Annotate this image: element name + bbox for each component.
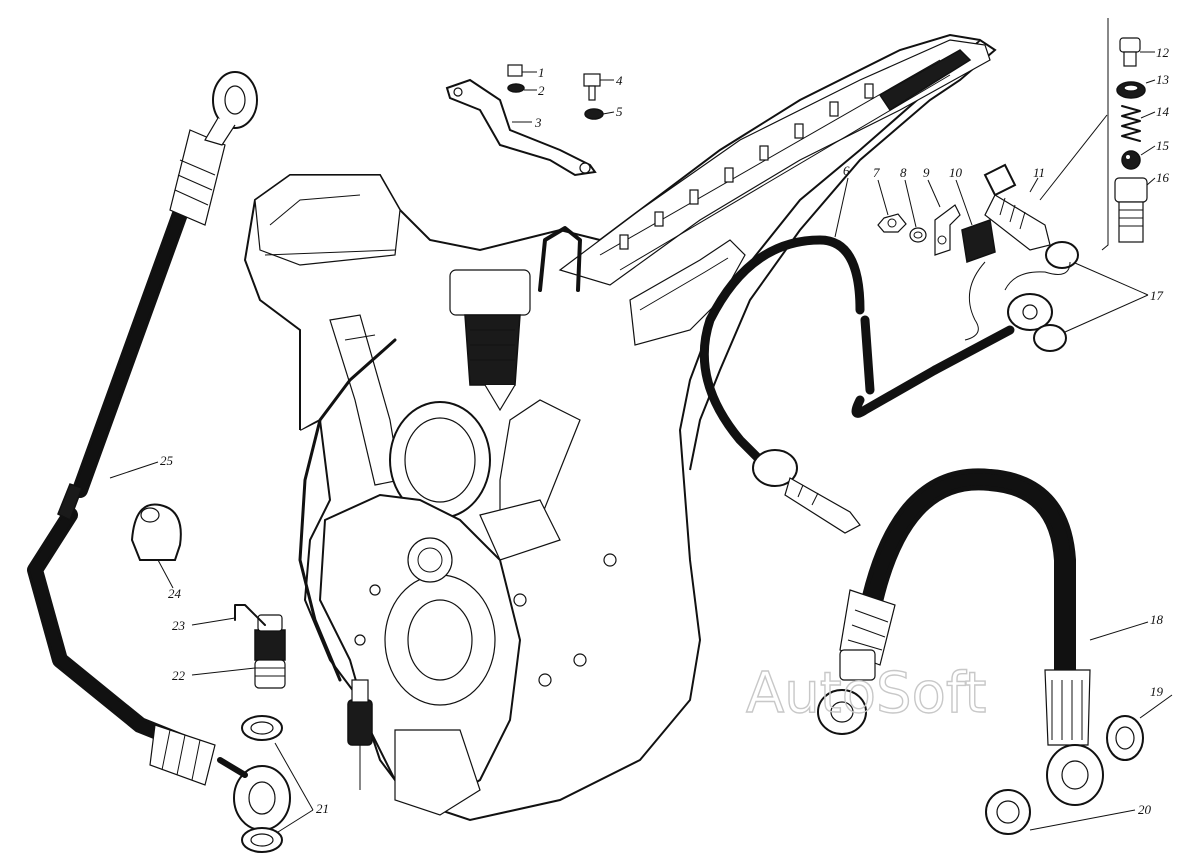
nut-1 (507, 64, 523, 77)
callout-21: 21 (316, 801, 329, 816)
callout-15: 15 (1156, 138, 1170, 153)
washer-5 (584, 108, 604, 120)
washer-19 (1106, 715, 1144, 761)
callout-4: 4 (616, 73, 623, 88)
oil-filter (449, 269, 531, 412)
bolt-4 (583, 73, 601, 101)
fitting-11 (983, 163, 1051, 251)
lock-plate-9 (934, 204, 961, 256)
lock-wire-23 (234, 604, 266, 626)
callout-7: 7 (873, 165, 880, 180)
callout-17: 17 (1150, 288, 1164, 303)
oil-pressure-sender (347, 679, 373, 790)
gasket-10 (961, 218, 996, 264)
callout-23: 23 (172, 618, 186, 633)
oil-line-6 (699, 235, 940, 534)
callout-25: 25 (160, 453, 174, 468)
leader-lines (109, 51, 1173, 833)
callout-10: 10 (949, 165, 963, 180)
callout-5: 5 (616, 104, 623, 119)
callout-14: 14 (1156, 104, 1170, 119)
washer-20 (985, 789, 1031, 835)
ring-13 (1116, 81, 1146, 99)
callout-6: 6 (843, 163, 850, 178)
block-bolts (354, 553, 617, 687)
watermark-logo: AutoSoft (746, 661, 987, 726)
ball-15 (1121, 150, 1141, 170)
hose-clamp-24 (130, 503, 182, 561)
callout-3: 3 (534, 115, 542, 130)
callout-labels: 1 2 3 4 5 6 7 8 9 10 11 12 13 14 15 16 1… (160, 45, 1170, 817)
washer-8 (909, 227, 927, 243)
spring-14 (1121, 105, 1141, 142)
callout-13: 13 (1156, 72, 1170, 87)
oil-hose-18 (817, 468, 1104, 806)
union-fitting-22 (254, 614, 286, 689)
callout-11: 11 (1033, 165, 1045, 180)
washer-2 (507, 83, 525, 93)
callout-9: 9 (923, 165, 930, 180)
callout-2: 2 (538, 83, 545, 98)
callout-16: 16 (1156, 170, 1170, 185)
callout-19: 19 (1150, 684, 1164, 699)
callout-22: 22 (172, 668, 186, 683)
callout-12: 12 (1156, 45, 1170, 60)
callout-20: 20 (1138, 802, 1152, 817)
nut-7 (877, 213, 907, 233)
callout-8: 8 (900, 165, 907, 180)
callout-24: 24 (168, 586, 182, 601)
valve-stack (1101, 18, 1148, 251)
rocker-studs (619, 83, 874, 250)
washer-21 (241, 715, 283, 853)
callout-18: 18 (1150, 612, 1164, 627)
engine-block (243, 33, 997, 822)
banjo-fitting-17 (930, 241, 1079, 375)
bracket-3 (445, 78, 597, 177)
plug-12 (1119, 37, 1141, 67)
housing-16 (1114, 177, 1148, 243)
callout-1: 1 (538, 65, 545, 80)
oil-hose-25 (27, 71, 291, 831)
